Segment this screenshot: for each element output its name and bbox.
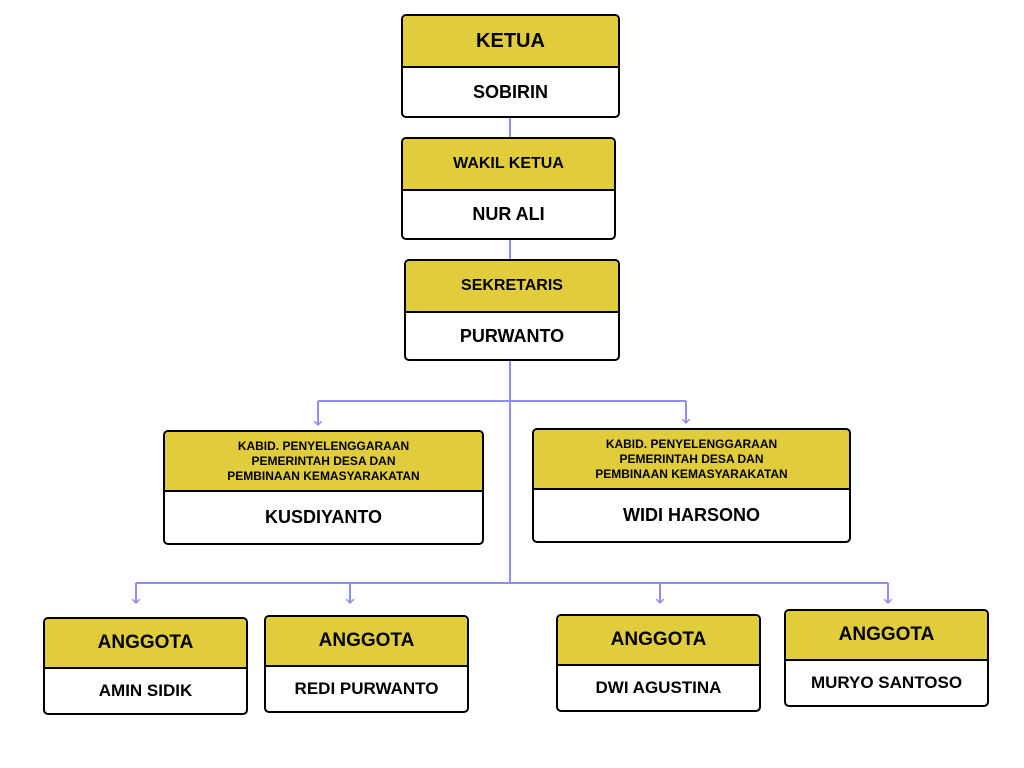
- node-name: MURYO SANTOSO: [810, 673, 963, 692]
- node-anggota-3: ANGGOTA DWI AGUSTINA: [556, 614, 761, 712]
- node-name: KUSDIYANTO: [264, 507, 383, 527]
- title-line: KABID. PENYELENGGARAAN: [605, 436, 778, 451]
- title-line: PEMBINAAN KEMASYARAKATAN: [595, 466, 788, 481]
- node-title: WAKIL KETUA: [403, 139, 614, 191]
- node-name: PURWANTO: [459, 325, 565, 346]
- title-line: PEMBINAAN KEMASYARAKATAN: [227, 468, 420, 483]
- node-wakil-ketua: WAKIL KETUA NUR ALI: [401, 137, 616, 240]
- node-name: SOBIRIN: [472, 81, 548, 102]
- title-line: PEMERINTAH DESA DAN: [251, 453, 396, 468]
- node-title: KABID. PENYELENGGARAAN PEMERINTAH DESA D…: [534, 430, 849, 490]
- node-name: WIDI HARSONO: [623, 505, 760, 525]
- node-anggota-2: ANGGOTA REDI PURWANTO: [264, 615, 469, 713]
- node-title: ANGGOTA: [45, 619, 246, 669]
- node-title: ANGGOTA: [786, 611, 987, 661]
- title-line: PEMERINTAH DESA DAN: [619, 451, 764, 466]
- title-line: KABID. PENYELENGGARAAN: [237, 438, 410, 453]
- node-ketua: KETUA SOBIRIN: [401, 14, 620, 118]
- node-title: KETUA: [403, 16, 618, 68]
- node-name: AMIN SIDIK: [98, 681, 193, 700]
- node-name: DWI AGUSTINA: [595, 678, 722, 697]
- node-sekretaris: SEKRETARIS PURWANTO: [404, 259, 620, 361]
- node-kabid-2: KABID. PENYELENGGARAAN PEMERINTAH DESA D…: [532, 428, 851, 543]
- node-anggota-1: ANGGOTA AMIN SIDIK: [43, 617, 248, 715]
- node-name: REDI PURWANTO: [294, 679, 439, 698]
- node-title: SEKRETARIS: [406, 261, 618, 313]
- node-name: NUR ALI: [472, 204, 545, 224]
- node-title: ANGGOTA: [266, 617, 467, 667]
- node-anggota-4: ANGGOTA MURYO SANTOSO: [784, 609, 989, 707]
- node-title: ANGGOTA: [558, 616, 759, 666]
- node-title: KABID. PENYELENGGARAAN PEMERINTAH DESA D…: [165, 432, 482, 492]
- node-kabid-1: KABID. PENYELENGGARAAN PEMERINTAH DESA D…: [163, 430, 484, 545]
